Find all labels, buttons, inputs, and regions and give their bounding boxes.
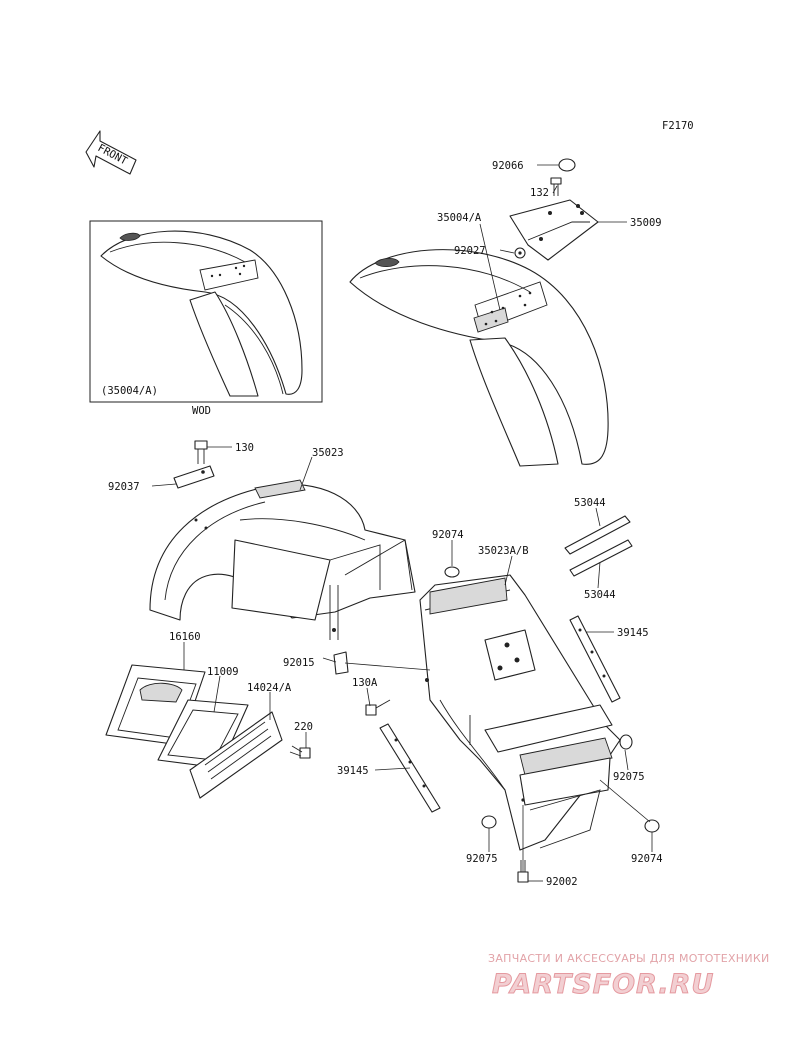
grommet-92075-left <box>481 815 497 829</box>
front-arrow-icon: FRONT <box>85 130 137 175</box>
strip-53044-bottom <box>569 539 633 577</box>
callout-92066: 92066 <box>492 160 524 172</box>
grommet-92074-bottom <box>644 819 660 833</box>
callout-35023: 35023 <box>312 447 344 459</box>
plate-14024a <box>189 711 283 799</box>
callout-92015: 92015 <box>283 657 315 669</box>
callout-35004a: 35004/A <box>437 212 482 224</box>
watermark-logo: PARTSFOR.RU <box>492 969 714 1000</box>
callout-39145-left: 39145 <box>337 765 369 777</box>
callout-16160: 16160 <box>169 631 201 643</box>
callout-35023ab: 35023A/B <box>478 545 529 557</box>
callout-14024a: 14024/A <box>247 682 292 694</box>
callout-130a: 130A <box>352 677 378 689</box>
callout-92037: 92037 <box>108 481 140 493</box>
watermark-tagline: ЗАПЧАСТИ И АКСЕССУАРЫ ДЛЯ МОТОТЕХНИКИ <box>488 952 770 965</box>
callout-labels: 92066 132 35009 35004/A 92027 130 35023 … <box>108 160 663 888</box>
callout-92074-top: 92074 <box>432 529 464 541</box>
front-fender-wod <box>100 230 303 397</box>
cap-92066 <box>558 158 576 172</box>
callout-92075-left: 92075 <box>466 853 498 865</box>
callout-35009: 35009 <box>630 217 662 229</box>
callout-39145-right: 39145 <box>617 627 649 639</box>
plate-92037 <box>173 465 215 489</box>
bolt-130a <box>365 699 391 716</box>
callout-92074-bottom: 92074 <box>631 853 663 865</box>
rear-fender-35023 <box>149 479 416 640</box>
inset-caption: (35004/A) <box>101 385 158 397</box>
grommet-92075-right <box>619 734 633 750</box>
front-fender <box>349 249 609 467</box>
callout-53044-top: 53044 <box>574 497 606 509</box>
strip-53044-top <box>564 515 631 555</box>
diagram-code: F2170 <box>662 120 694 132</box>
bolt-130 <box>194 440 208 464</box>
inset-frame <box>89 220 323 403</box>
callout-130: 130 <box>235 442 254 454</box>
leader-lines <box>151 164 653 882</box>
callout-92002: 92002 <box>546 876 578 888</box>
callout-11009: 11009 <box>207 666 239 678</box>
callout-132: 132 <box>530 187 549 199</box>
strip-39145-right <box>569 615 621 703</box>
screw-220 <box>289 745 311 759</box>
callout-53044-bottom: 53044 <box>584 589 616 601</box>
callout-220: 220 <box>294 721 313 733</box>
collar-92015 <box>333 651 349 675</box>
fender-bracket <box>509 199 599 261</box>
callout-92027: 92027 <box>454 245 486 257</box>
rear-fender-35023ab <box>419 574 621 851</box>
grommet-92074-top <box>444 566 460 578</box>
bolt-132 <box>550 177 562 196</box>
callout-92075-right: 92075 <box>613 771 645 783</box>
inset-label: WOD <box>192 405 211 417</box>
